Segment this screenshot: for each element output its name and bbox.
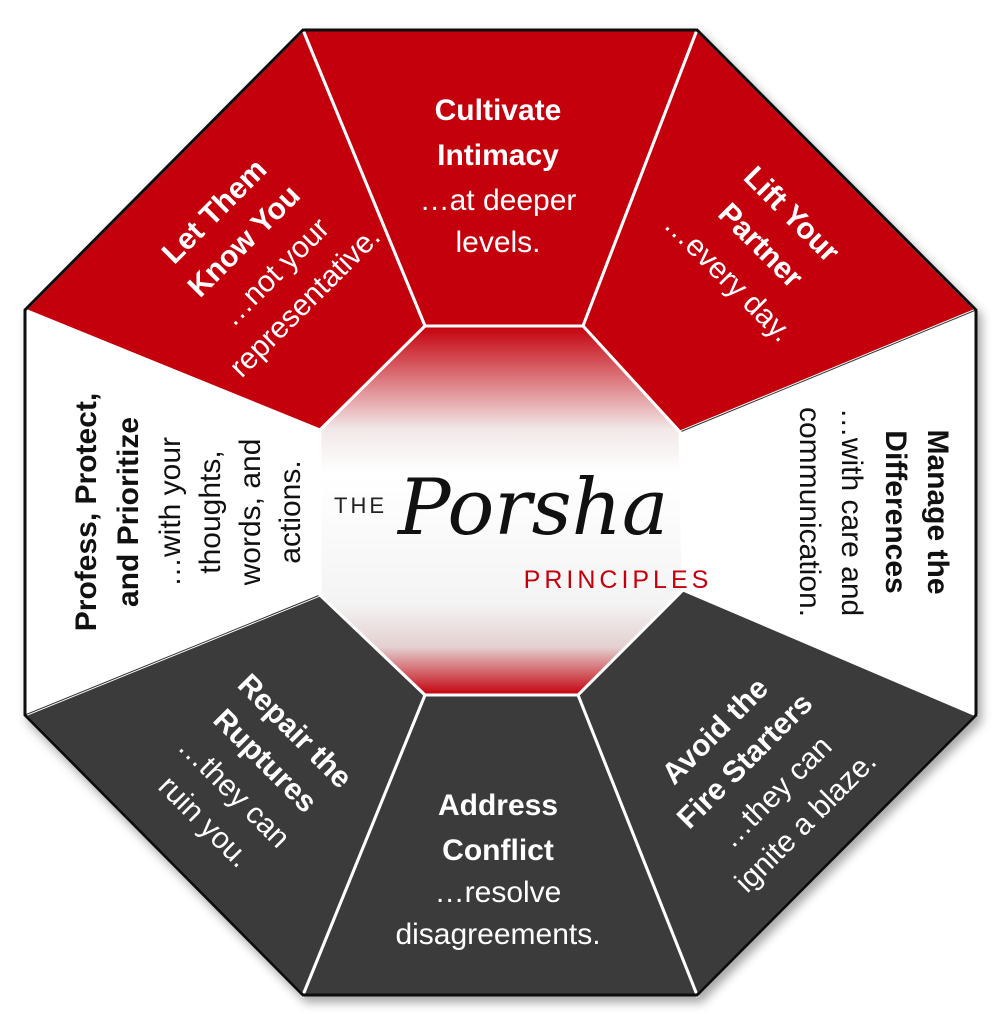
center-logo: THE Porsha PRINCIPLES bbox=[334, 463, 713, 594]
segment-top-text: Cultivate Intimacy …at deeper levels. bbox=[420, 94, 577, 259]
segment-bottom-text: Address Conflict …resolve disagreements. bbox=[395, 789, 600, 951]
segment-title-line: Conflict bbox=[442, 834, 554, 867]
center-octagon bbox=[318, 324, 685, 697]
segment-subtitle-line: actions. bbox=[274, 460, 307, 563]
segment-subtitle-line: thoughts, bbox=[194, 450, 227, 573]
logo-script: Porsha bbox=[396, 463, 668, 553]
segment-subtitle-line: disagreements. bbox=[395, 918, 600, 951]
segment-subtitle-line: …with care and bbox=[835, 408, 868, 616]
segment-title-line: Address bbox=[438, 789, 558, 822]
segment-subtitle-line: …resolve bbox=[435, 876, 562, 909]
segment-title-line: Manage the bbox=[921, 429, 954, 594]
segment-title-line: Intimacy bbox=[437, 139, 559, 172]
segment-title-line: Cultivate bbox=[435, 94, 562, 127]
segment-right-text: Manage the Differences …with care and co… bbox=[793, 407, 954, 617]
logo-principles: PRINCIPLES bbox=[524, 566, 713, 594]
segment-left-text: Profess, Protect, and Prioritize …with y… bbox=[70, 393, 307, 631]
segment-title-line: Profess, Protect, bbox=[70, 393, 103, 631]
logo-the: THE bbox=[334, 493, 387, 518]
segment-title-line: Differences bbox=[879, 430, 912, 593]
segment-subtitle-line: communication. bbox=[793, 407, 826, 617]
segment-subtitle-line: …with your bbox=[154, 437, 187, 587]
segment-subtitle-line: levels. bbox=[455, 226, 540, 259]
outer-outline bbox=[23, 28, 978, 997]
segment-title-line: and Prioritize bbox=[112, 417, 145, 607]
segment-subtitle-line: words, and bbox=[234, 439, 267, 587]
segment-subtitle-line: …at deeper bbox=[420, 184, 577, 217]
